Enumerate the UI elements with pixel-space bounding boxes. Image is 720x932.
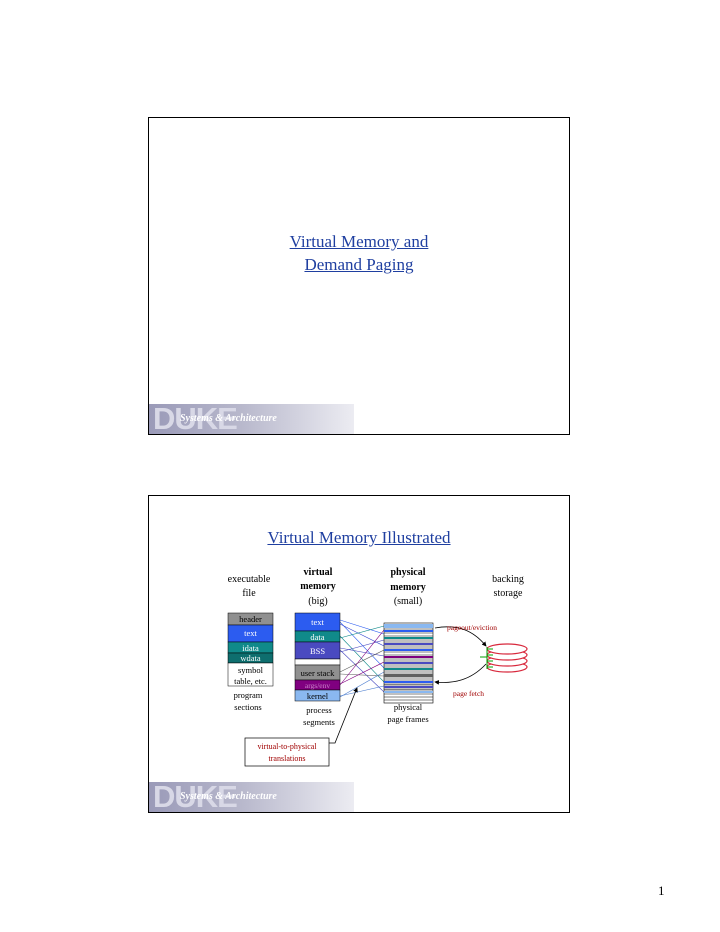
translations-line-1: virtual-to-physical: [257, 742, 317, 751]
physical-page-frames: [383, 622, 434, 704]
executable-header-2: file: [242, 588, 256, 599]
title-line-2[interactable]: Demand Paging: [304, 255, 414, 274]
pagefetch-label: page fetch: [453, 689, 484, 698]
title-slide: Virtual Memory and Demand Paging DUKE Sy…: [148, 117, 570, 435]
exec-header-label: header: [239, 614, 262, 624]
frames-caption-1: physical: [394, 702, 423, 712]
duke-logo: DUKE: [153, 782, 238, 812]
frames-caption-2: page frames: [387, 714, 428, 724]
vm-stack-label: user stack: [301, 668, 336, 678]
slide-title[interactable]: Virtual Memory and Demand Paging: [149, 230, 569, 276]
vm-args-label: args/env: [305, 681, 331, 690]
vm-gap-block: [294, 658, 341, 666]
virtual-header-3: (big): [308, 596, 327, 607]
executable-file: header text idata wdata symbol table, et…: [227, 612, 274, 687]
program-caption-2: sections: [234, 702, 261, 712]
duke-banner: DUKE Systems & Architecture: [149, 404, 354, 434]
exec-wdata-label: wdata: [240, 653, 261, 663]
virtual-memory: text data BSS user stack args/env kernel: [294, 612, 341, 702]
physical-header-3: (small): [394, 596, 422, 607]
duke-logo: DUKE: [153, 404, 238, 434]
executable-header-1: executable: [228, 574, 271, 585]
process-caption-1: process: [306, 705, 332, 715]
exec-table-label: table, etc.: [234, 676, 267, 686]
mapping-lines: [339, 619, 385, 698]
physical-header-1: physical: [390, 567, 425, 578]
vm-kernel-block: [294, 689, 341, 702]
vm-text-label: text: [311, 617, 324, 627]
translations-callout: virtual-to-physical translations: [244, 687, 358, 767]
page-number: 1: [658, 883, 665, 898]
column-headers: executable file virtual memory (big) phy…: [228, 567, 524, 607]
process-caption-2: segments: [303, 717, 335, 727]
slide-title[interactable]: Virtual Memory Illustrated: [267, 528, 451, 547]
backing-header-1: backing: [492, 574, 524, 585]
physical-header-2: memory: [390, 582, 426, 593]
exec-symbol-label: symbol: [238, 665, 264, 675]
disk-stack-icon: [480, 643, 528, 673]
captions: program sections process segments physic…: [234, 690, 429, 727]
duke-banner: DUKE Systems & Architecture: [149, 782, 354, 812]
title-line-1[interactable]: Virtual Memory and: [289, 232, 429, 251]
virtual-memory-diagram: executable file virtual memory (big) phy…: [227, 567, 528, 767]
pageout-label: pageout/eviction: [447, 623, 497, 632]
translations-line-2: translations: [269, 754, 306, 763]
exec-symbol-block: [227, 662, 274, 687]
vm-data-label: data: [310, 632, 324, 642]
program-caption-1: program: [234, 690, 263, 700]
backing-header-2: storage: [494, 588, 523, 599]
virtual-header-2: memory: [300, 581, 336, 592]
banner-subtitle: Systems & Architecture: [180, 791, 277, 802]
exec-idata-label: idata: [242, 643, 259, 653]
virtual-header-1: virtual: [304, 567, 333, 578]
vm-kernel-label: kernel: [307, 691, 329, 701]
vm-bss-label: BSS: [310, 646, 325, 656]
diagram-slide: Virtual Memory Illustrated executable fi…: [148, 495, 570, 813]
paging-arrows: pageout/eviction page fetch: [434, 623, 497, 698]
banner-subtitle: Systems & Architecture: [180, 413, 277, 424]
exec-text-label: text: [244, 628, 257, 638]
